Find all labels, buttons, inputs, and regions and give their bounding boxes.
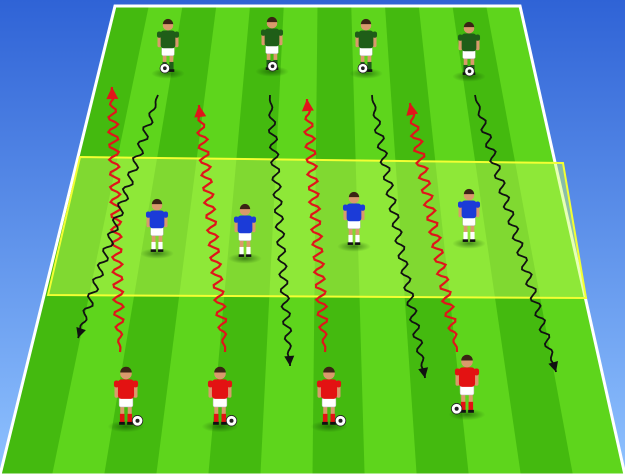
soccer-ball-icon	[451, 403, 462, 414]
player-shadow	[140, 248, 174, 259]
soccer-ball-icon	[465, 66, 475, 76]
soccer-ball-icon	[268, 61, 278, 71]
player-shadow	[337, 241, 371, 252]
player-shadow	[452, 238, 486, 249]
soccer-ball-icon	[226, 415, 237, 426]
soccer-ball-icon	[160, 63, 170, 73]
soccer-ball-icon	[335, 415, 346, 426]
soccer-ball-icon	[132, 415, 143, 426]
soccer-ball-icon	[358, 63, 368, 73]
player-shadow	[228, 253, 262, 264]
